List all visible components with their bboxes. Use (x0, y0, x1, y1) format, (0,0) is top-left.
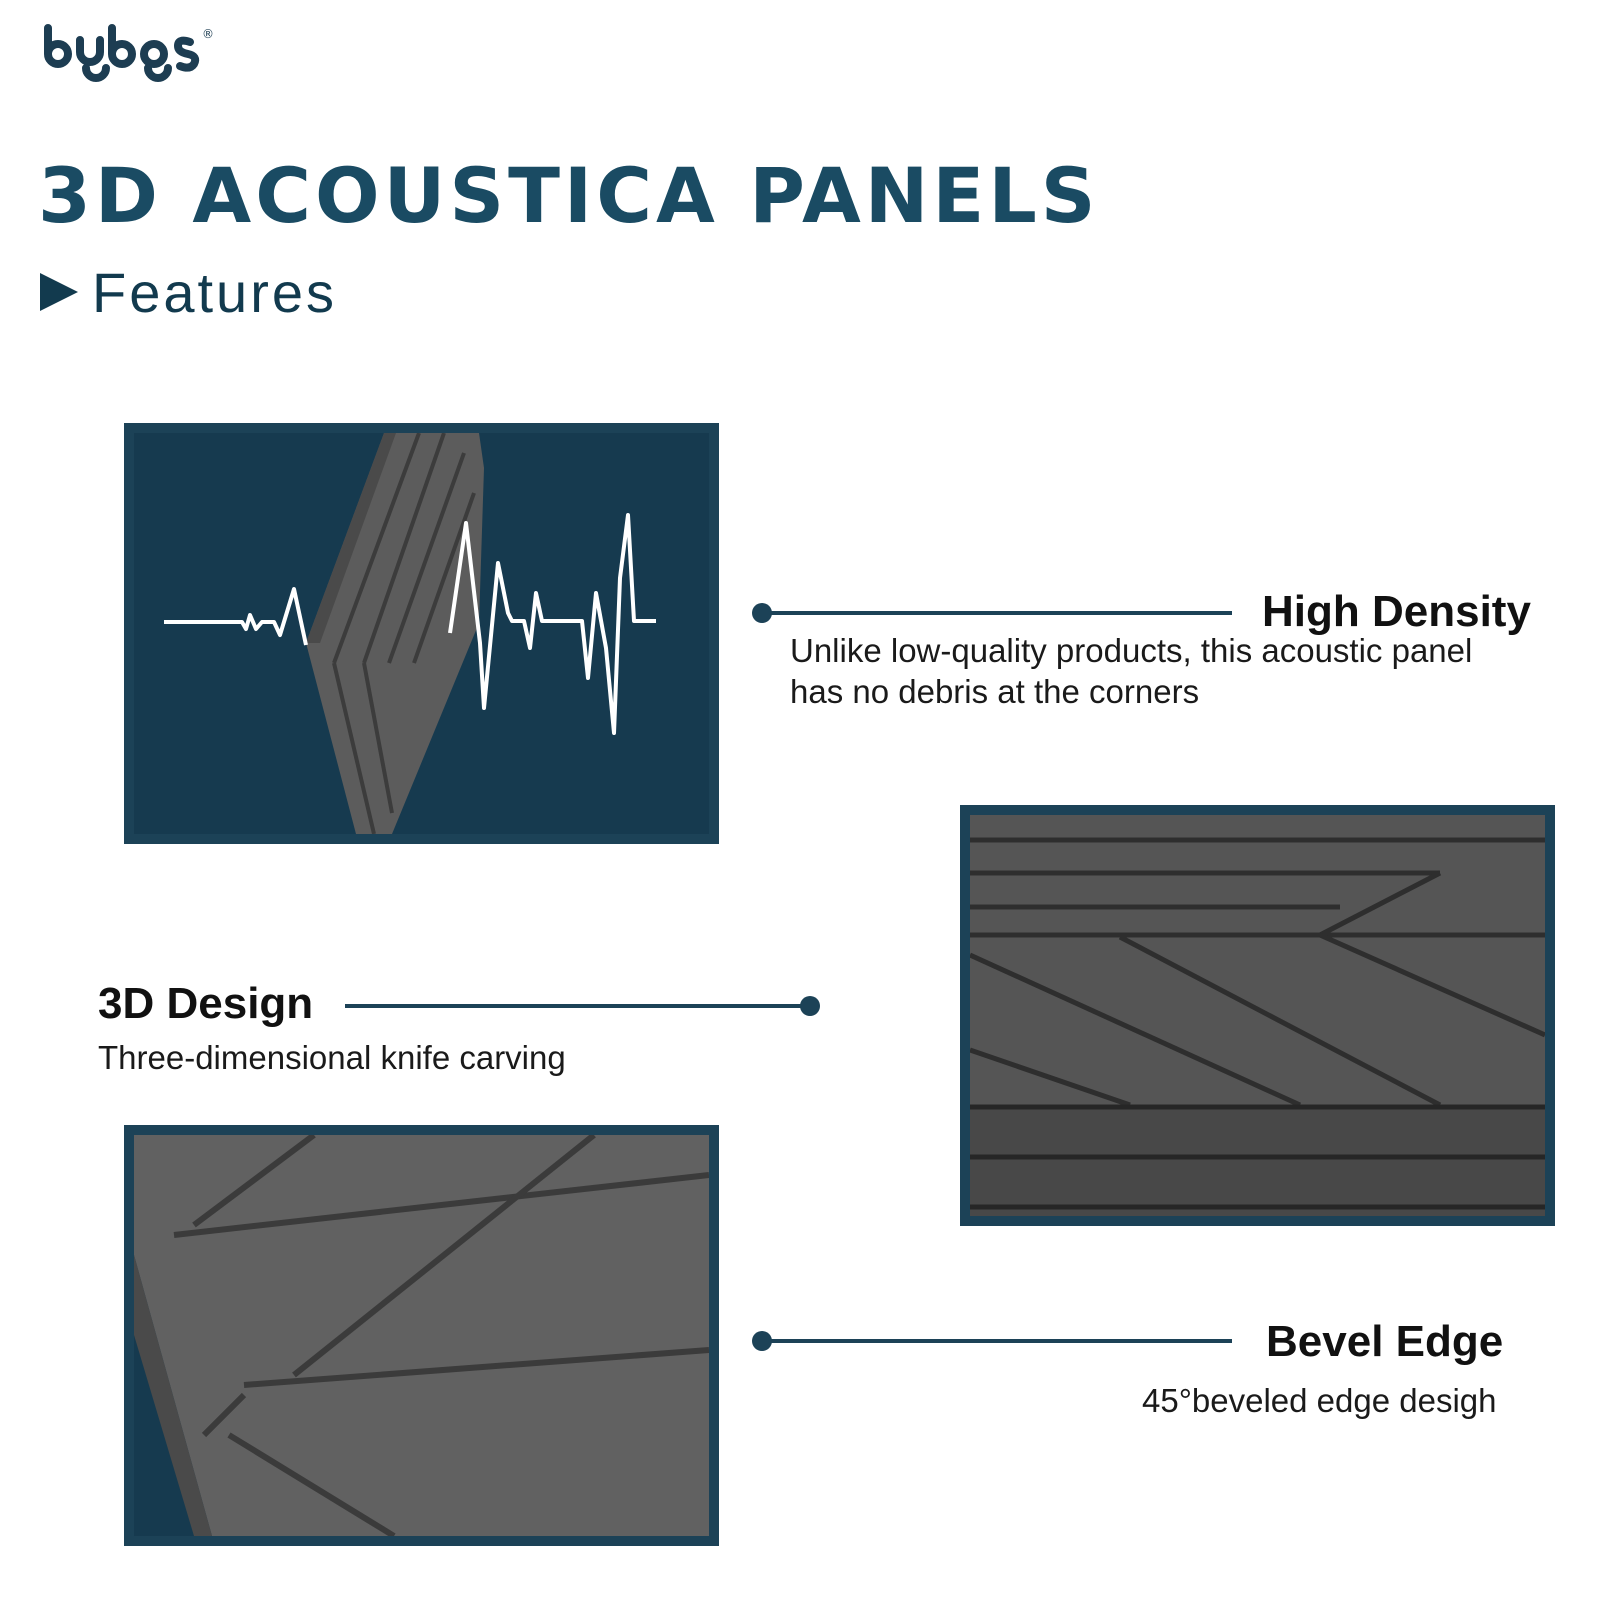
3d-design-description: Three-dimensional knife carving (98, 1039, 566, 1076)
subtitle-label: Features (92, 260, 337, 324)
3d-design-title: 3D Design (98, 979, 314, 1028)
bevel-edge-title: Bevel Edge (1266, 1317, 1504, 1366)
high-density-description: Unlike low-quality products, this acoust… (790, 630, 1472, 713)
3d-design-image (960, 805, 1555, 1226)
3d-design-connector (345, 1004, 810, 1008)
bevel-edge-connector (762, 1339, 1232, 1343)
registered-mark: ® (202, 27, 214, 41)
high-density-title: High Density (1262, 587, 1531, 636)
section-subtitle: Features (40, 260, 337, 324)
high-density-desc-line1: Unlike low-quality products, this acoust… (790, 632, 1473, 669)
high-density-connector (762, 611, 1232, 615)
page-title: 3D ACOUSTICA PANELS (38, 151, 1100, 240)
brand-logo: ® (40, 18, 220, 88)
high-density-desc-line2: has no debris at the corners (790, 673, 1200, 711)
high-density-image (124, 423, 719, 844)
3d-design-dot (800, 996, 820, 1016)
bevel-edge-image (124, 1125, 719, 1546)
bevel-edge-description: 45°beveled edge desigh (1142, 1382, 1497, 1419)
play-triangle-icon (40, 273, 78, 311)
